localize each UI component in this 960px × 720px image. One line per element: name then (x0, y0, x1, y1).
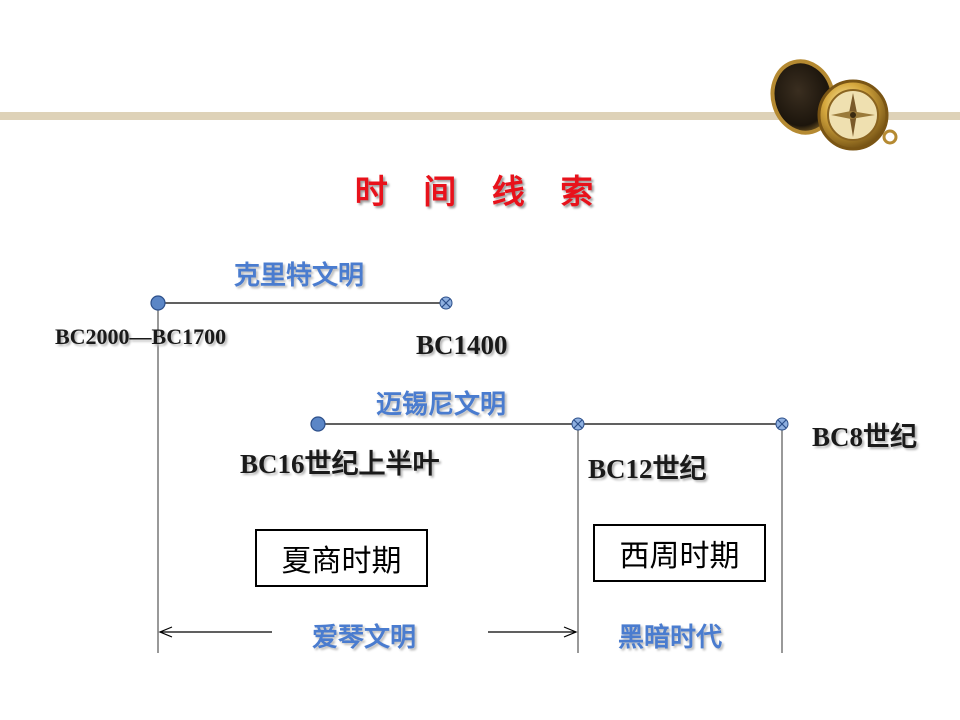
date-bc8: BC8世纪 (812, 422, 918, 452)
xia-shang-period-box: 夏商时期 (255, 529, 428, 587)
date-bc1400: BC1400 (416, 330, 508, 360)
date-bc2000-bc1700: BC2000—BC1700 (55, 324, 227, 349)
compass-icon (770, 59, 898, 151)
aegean-span-arrow (158, 626, 578, 638)
page-title: 时 间 线 索 (354, 172, 606, 211)
dark-age-label: 黑暗时代 (618, 623, 723, 653)
start-dot-mycenaean (310, 416, 326, 432)
header-bar (0, 112, 960, 120)
end-marker-bc12 (571, 417, 585, 431)
end-marker-bc8 (775, 417, 789, 431)
minoan-label: 克里特文明 (234, 261, 365, 291)
date-bc16-first-half: BC16世纪上半叶 (240, 449, 440, 479)
end-marker-bc1400 (439, 296, 453, 310)
date-bc12: BC12世纪 (588, 454, 707, 484)
western-zhou-period-box: 西周时期 (593, 524, 766, 582)
mycenaean-label: 迈锡尼文明 (376, 390, 507, 420)
start-dot-minoan (150, 295, 166, 311)
aegean-label: 爱琴文明 (312, 623, 417, 653)
